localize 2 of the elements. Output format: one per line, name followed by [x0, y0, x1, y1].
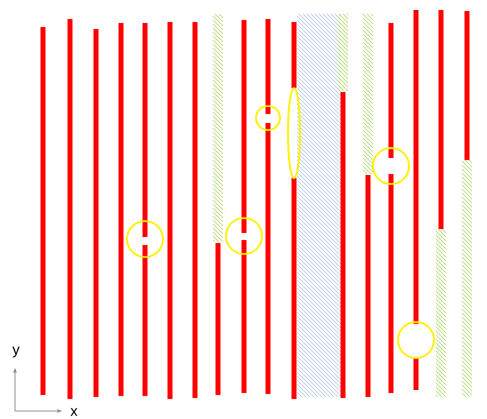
axis-label: y — [12, 346, 20, 358]
axis-label: x — [70, 408, 78, 416]
